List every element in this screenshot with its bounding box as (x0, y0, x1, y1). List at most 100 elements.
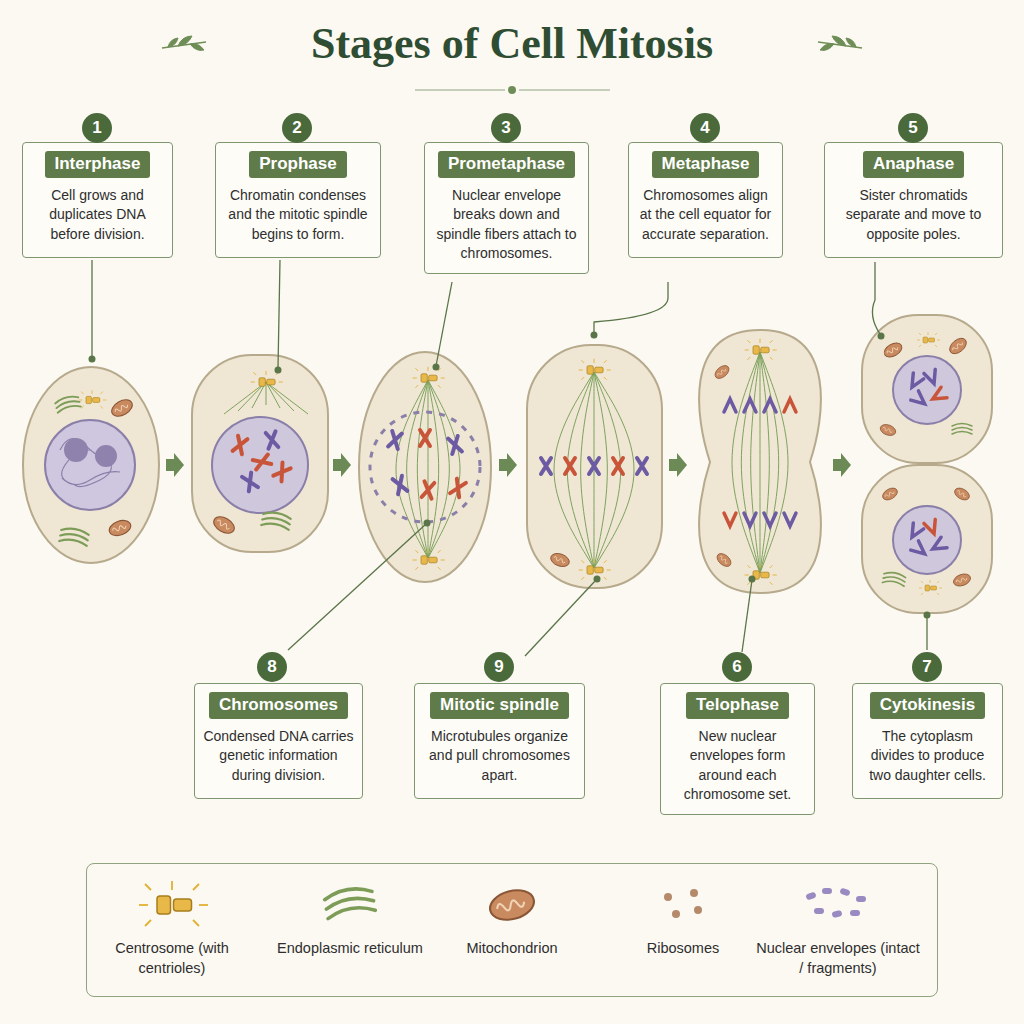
prometaphase-cell (428, 380, 449, 558)
metaphase-cell (565, 458, 575, 474)
anaphase-cell (724, 399, 736, 412)
callout-number: 3 (491, 113, 521, 143)
title-rule (415, 89, 505, 90)
daughter-cells (911, 541, 929, 559)
prophase-cell (253, 455, 271, 470)
anaphase-cell (713, 363, 732, 381)
interphase-cell (64, 438, 88, 462)
prophase-cell (192, 355, 328, 552)
stage-box: Mitotic spindleMicrotubules organize and… (414, 683, 585, 799)
legend-icon (487, 886, 538, 925)
interphase-cell (54, 394, 80, 412)
leader-dot (89, 332, 931, 619)
anaphase-cell (724, 513, 736, 526)
anaphase-cell (741, 352, 760, 573)
prometaphase-cell (413, 549, 445, 570)
anaphase-cell (760, 352, 761, 573)
stage-arrow (669, 453, 687, 477)
callout-number: 4 (690, 113, 720, 143)
metaphase-cell (549, 551, 571, 569)
metaphase-cell (589, 458, 599, 474)
leader-dot (424, 520, 431, 527)
callout-number: 1 (82, 113, 112, 143)
daughter-cells (862, 465, 992, 613)
leaf-ornament (846, 38, 856, 47)
daughter-cells (952, 572, 972, 588)
prophase-cell (266, 431, 279, 448)
legend-icon (664, 893, 672, 901)
legend-icon (664, 889, 702, 918)
prophase-cell (224, 382, 266, 414)
anaphase-cell (732, 352, 788, 573)
prometaphase-cell (396, 380, 460, 558)
daughter-cells (882, 571, 906, 586)
anaphase-cell (732, 352, 760, 573)
daughter-cells (953, 486, 972, 503)
prophase-cell (266, 382, 294, 411)
anaphase-cell (760, 352, 779, 573)
legend-icon (139, 881, 208, 926)
stage-heading: Prophase (249, 151, 346, 178)
interphase-cell (107, 518, 133, 539)
daughter-cells (907, 523, 924, 540)
leader-dot (594, 576, 601, 583)
prometaphase-cell (413, 367, 445, 388)
prophase-cell (261, 511, 291, 530)
prophase-cell (251, 371, 283, 392)
stage-description: Sister chromatids separate and move to o… (833, 186, 994, 244)
interphase-cell (79, 390, 107, 408)
daughter-cells (907, 373, 924, 390)
stage-box: AnaphaseSister chromatids separate and m… (824, 142, 1003, 258)
leader-line (91, 260, 92, 358)
metaphase-cell (554, 372, 594, 568)
leader-dot (275, 367, 282, 374)
daughter-cells (930, 387, 947, 404)
prophase-cell (273, 463, 290, 482)
anaphase-cell (699, 330, 821, 593)
legend-label: Mitochondrion (427, 938, 597, 958)
daughter-cells (893, 506, 961, 574)
stage-heading: Cytokinesis (870, 692, 985, 719)
title-rule (415, 86, 610, 94)
interphase-cell (109, 396, 135, 419)
title-rule (508, 86, 516, 94)
stage-heading: Anaphase (863, 151, 964, 178)
legend-icon (805, 891, 816, 900)
prometaphase-cell (396, 380, 428, 558)
prophase-cell (233, 436, 248, 454)
interphase-cell (23, 367, 159, 563)
callout-number: 5 (898, 113, 928, 143)
legend-label: Nuclear envelopes (intact / fragments) (753, 938, 923, 979)
anaphase-cell (784, 399, 796, 412)
interphase-cell (23, 367, 159, 563)
legend-icon (839, 887, 850, 896)
prophase-cell (242, 473, 258, 492)
stage-arrow (499, 453, 517, 477)
legend-icon (805, 887, 866, 918)
leader-dot (878, 333, 885, 340)
stage-description: Condensed DNA carries genetic informatio… (203, 727, 354, 785)
callout-number: 7 (912, 652, 942, 682)
daughter-cells (947, 335, 969, 357)
stage-box: InterphaseCell grows and duplicates DNA … (22, 142, 173, 258)
stage-heading: Telophase (686, 692, 789, 719)
metaphase-cell (527, 345, 662, 588)
prometaphase-cell (359, 352, 491, 582)
stage-box: MetaphaseChromosomes align at the cell e… (628, 142, 783, 258)
callout-number: 6 (722, 652, 752, 682)
leader-line (278, 260, 280, 368)
legend-icon (850, 910, 860, 916)
stage-description: The cytoplasm divides to produce two dau… (861, 727, 994, 785)
stage-arrow (333, 453, 351, 477)
stage-box: CytokinesisThe cytoplasm divides to prod… (852, 683, 1003, 799)
legend-icon (694, 906, 702, 914)
daughter-cells (911, 391, 929, 409)
daughter-cells (881, 486, 900, 503)
metaphase-cell (541, 458, 551, 474)
stage-description: Cell grows and duplicates DNA before div… (31, 186, 164, 244)
prometaphase-cell (428, 380, 460, 558)
daughter-cells (917, 332, 940, 347)
prophase-cell (224, 382, 308, 414)
metaphase-cell (637, 458, 647, 474)
legend-icon (672, 910, 680, 918)
